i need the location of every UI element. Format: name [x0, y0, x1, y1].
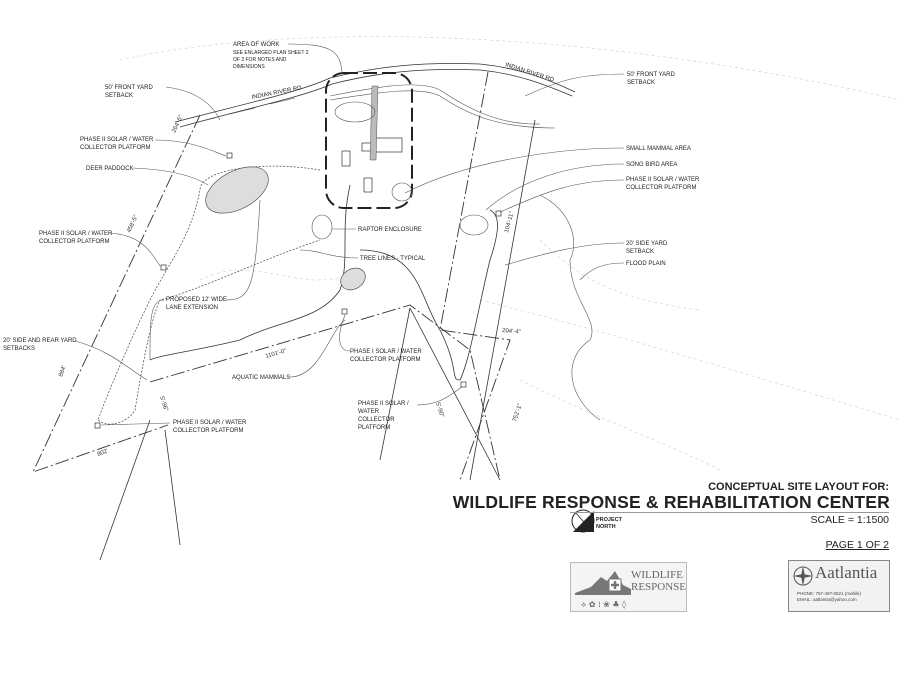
- song-bird-area-label: SONG BIRD AREA: [626, 162, 677, 168]
- svg-text:SETBACK: SETBACK: [105, 93, 133, 99]
- phase2-platform-bottom-left-label: PHASE II SOLAR / WATER COLLECTOR PLATFOR…: [173, 420, 247, 434]
- svg-text:458'-5": 458'-5": [126, 214, 139, 233]
- side-rear-setbacks-label: 20' SIDE AND REAR YARD SETBACKS: [3, 338, 77, 352]
- deer-paddock-area: [205, 166, 269, 214]
- svg-text:OF 2 FOR NOTES AND: OF 2 FOR NOTES AND: [233, 57, 287, 63]
- svg-text:50' FRONT YARD: 50' FRONT YARD: [105, 85, 153, 91]
- svg-text:802': 802': [97, 448, 110, 457]
- area-of-work-boundary: [325, 72, 413, 209]
- svg-text:884': 884': [58, 365, 67, 378]
- north-arrow-icon: [571, 509, 595, 533]
- phase2-platform-top-label: PHASE II SOLAR / WATER COLLECTOR PLATFOR…: [80, 137, 154, 151]
- svg-text:PHASE II SOLAR / WATER: PHASE II SOLAR / WATER: [626, 177, 700, 183]
- compass-rose-icon: [793, 566, 813, 586]
- area-of-work-label: AREA OF WORK SEE ENLARGED PLAN SHEET 2 O…: [233, 42, 309, 70]
- title-main: WILDLIFE RESPONSE & REHABILITATION CENTE…: [452, 492, 890, 512]
- svg-text:SEE ENLARGED PLAN SHEET 2: SEE ENLARGED PLAN SHEET 2: [233, 50, 309, 56]
- phase2-platform-left-label: PHASE II SOLAR / WATER COLLECTOR PLATFOR…: [39, 231, 113, 245]
- flood-plain-line: [539, 194, 601, 421]
- dimension-labels: 264'-5" 458'-5" 884' 802' 5'-96" 1101'-0…: [58, 114, 523, 457]
- svg-text:752'-1": 752'-1": [512, 403, 523, 423]
- svg-text:20' SIDE AND REAR YARD: 20' SIDE AND REAR YARD: [3, 338, 77, 344]
- svg-text:104'-11": 104'-11": [504, 211, 515, 233]
- facility-buildings: [334, 85, 413, 202]
- svg-text:PHASE II SOLAR / WATER: PHASE II SOLAR / WATER: [80, 137, 154, 143]
- svg-text:1101'-0": 1101'-0": [265, 348, 287, 360]
- svg-text:COLLECTOR PLATFORM: COLLECTOR PLATFORM: [626, 185, 696, 191]
- aatlantia-logo: Aatlantia PHONE: 757-497-0521 (mobile) E…: [788, 560, 890, 612]
- svg-text:SETBACK: SETBACK: [627, 80, 655, 86]
- svg-text:LANE EXTENSION: LANE EXTENSION: [166, 305, 218, 311]
- property-boundary: [32, 71, 536, 561]
- front-yard-setback-right-label: 50' FRONT YARD SETBACK: [627, 72, 675, 86]
- leader-lines: [74, 43, 625, 426]
- small-mammal-area-label: SMALL MAMMAL AREA: [626, 146, 691, 152]
- aatlantia-phone: PHONE: 757-497-0521 (mobile): [797, 591, 862, 596]
- svg-text:PHASE II SOLAR / WATER: PHASE II SOLAR / WATER: [39, 231, 113, 237]
- svg-text:50' FRONT YARD: 50' FRONT YARD: [627, 72, 675, 78]
- svg-text:5'-96": 5'-96": [158, 396, 168, 412]
- lane-extension-label: PROPOSED 12' WIDE LANE EXTENSION: [166, 297, 227, 311]
- title-divider: [570, 512, 889, 513]
- raptor-enclosure-area: [311, 214, 333, 240]
- north-line-2: NORTH: [596, 524, 616, 530]
- svg-text:PHASE I SOLAR / WATER: PHASE I SOLAR / WATER: [350, 349, 422, 355]
- svg-text:264'-5": 264'-5": [171, 114, 184, 133]
- svg-text:SETBACKS: SETBACKS: [3, 346, 35, 352]
- virginia-map-icon: ⟡ ✿ ⁞ ❀ ♣ ◊: [575, 571, 631, 609]
- scale-label: SCALE = 1:1500: [810, 514, 889, 526]
- svg-text:COLLECTOR PLATFORM: COLLECTOR PLATFORM: [39, 239, 109, 245]
- wildlife-response-logo: ⟡ ✿ ⁞ ❀ ♣ ◊ WILDLIFE RESPONSE: [570, 562, 687, 612]
- road-label-right: INDIAN RIVER RD: [504, 62, 555, 84]
- svg-text:PHASE II SOLAR / WATER: PHASE II SOLAR / WATER: [173, 420, 247, 426]
- aquatic-mammals-label: AQUATIC MAMMALS: [232, 375, 290, 381]
- proposed-lane: [97, 165, 498, 425]
- topographic-contours: [119, 36, 901, 471]
- phase1-platform-label: PHASE I SOLAR / WATER COLLECTOR PLATFORM: [350, 349, 422, 363]
- aatlantia-email: EMAIL: aatlantia@yahoo.com: [797, 597, 857, 602]
- svg-text:WATER: WATER: [358, 409, 380, 415]
- svg-text:PROPOSED 12' WIDE: PROPOSED 12' WIDE: [166, 297, 227, 303]
- road-label-left: INDIAN RIVER RD: [251, 85, 303, 101]
- front-yard-setback-left-label: 50' FRONT YARD SETBACK: [105, 85, 153, 99]
- logo-text-response: RESPONSE: [631, 581, 687, 593]
- song-bird-area: [459, 214, 489, 236]
- phase2-platform-right-label: PHASE II SOLAR / WATER COLLECTOR PLATFOR…: [626, 177, 700, 191]
- page-number: PAGE 1 OF 2: [825, 539, 889, 551]
- svg-text:20' SIDE YARD: 20' SIDE YARD: [626, 241, 668, 247]
- tree-lines-label: TREE LINES · TYPICAL: [360, 256, 426, 262]
- svg-text:5'-90": 5'-90": [434, 402, 444, 418]
- aquatic-mammals-area: [340, 267, 366, 291]
- svg-text:204'-4": 204'-4": [502, 328, 521, 336]
- svg-text:SETBACK: SETBACK: [626, 249, 654, 255]
- aatlantia-name: Aatlantia: [815, 563, 878, 582]
- svg-text:PLATFORM: PLATFORM: [358, 425, 390, 431]
- svg-text:COLLECTOR PLATFORM: COLLECTOR PLATFORM: [80, 145, 150, 151]
- logo-text-wildlife: WILDLIFE: [631, 569, 683, 581]
- collector-platforms: [94, 152, 502, 429]
- project-north-label: PROJECT NORTH: [596, 517, 622, 531]
- side-yard-setback-label: 20' SIDE YARD SETBACK: [626, 241, 668, 255]
- svg-text:AREA OF WORK: AREA OF WORK: [233, 42, 279, 48]
- svg-text:DIMENSIONS: DIMENSIONS: [233, 64, 265, 70]
- phase2-platform-bottom-label: PHASE II SOLAR / WATER COLLECTOR PLATFOR…: [358, 401, 409, 431]
- flood-plain-label: FLOOD PLAIN: [626, 261, 666, 267]
- title-subtitle: CONCEPTUAL SITE LAYOUT FOR:: [708, 481, 889, 493]
- svg-text:COLLECTOR PLATFORM: COLLECTOR PLATFORM: [350, 357, 420, 363]
- svg-text:COLLECTOR PLATFORM: COLLECTOR PLATFORM: [173, 428, 243, 434]
- svg-text:⟡ ✿ ⁞ ❀ ♣ ◊: ⟡ ✿ ⁞ ❀ ♣ ◊: [581, 600, 626, 609]
- deer-paddock-label: DEER PADDOCK: [86, 166, 134, 172]
- raptor-enclosure-label: RAPTOR ENCLOSURE: [358, 227, 422, 233]
- north-line-1: PROJECT: [596, 517, 622, 523]
- svg-text:COLLECTOR: COLLECTOR: [358, 417, 395, 423]
- svg-text:PHASE II SOLAR /: PHASE II SOLAR /: [358, 401, 409, 407]
